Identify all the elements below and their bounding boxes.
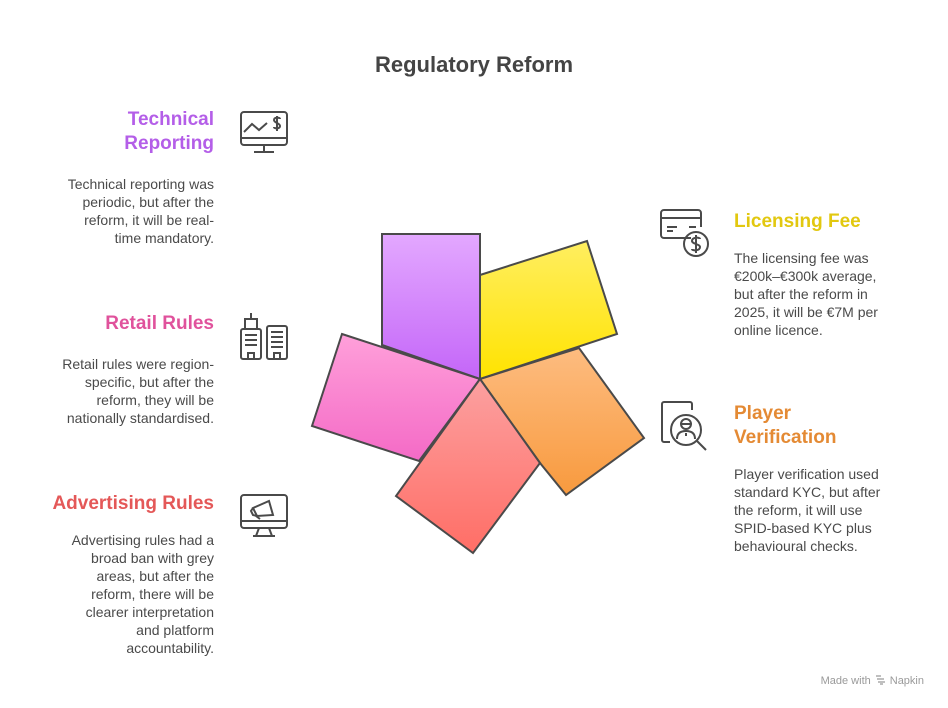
retail-rules-heading: Retail Rules	[40, 312, 214, 336]
desc-line: nationally standardised.	[66, 410, 214, 426]
petal-retail-rules	[310, 332, 482, 463]
retail-rules-description: Retail rules were region- specific, but …	[20, 355, 214, 427]
page-title: Regulatory Reform	[374, 52, 574, 77]
desc-line: Player verification used	[734, 466, 879, 482]
desc-line: online licence.	[734, 322, 823, 338]
desc-line: reform, they will be	[96, 392, 214, 408]
desc-line: The licensing fee was	[734, 250, 869, 266]
napkin-brand-label: Napkin	[889, 675, 924, 687]
desc-line: 2025, it will be €7M per	[734, 304, 878, 320]
desc-line: periodic, but after the	[82, 194, 214, 210]
heading-line: Advertising Rules	[52, 493, 214, 514]
desc-line: behavioural checks.	[734, 538, 858, 554]
heading-line: Licensing Fee	[734, 211, 861, 232]
user-search-icon	[660, 400, 710, 452]
desc-line: SPID-based KYC plus	[734, 520, 872, 536]
heading-line: Verification	[734, 427, 837, 448]
made-with-napkin-badge[interactable]: Made with Napkin	[821, 674, 924, 688]
buildings-icon	[238, 311, 290, 361]
player-verification-heading: Player Verification	[734, 402, 934, 450]
desc-line: Advertising rules had a	[71, 532, 214, 548]
advertising-rules-description: Advertising rules had a broad ban with g…	[20, 531, 214, 657]
napkin-logo-icon	[875, 674, 886, 688]
desc-line: standard KYC, but after	[734, 484, 881, 500]
desc-line: time mandatory.	[114, 230, 214, 246]
technical-reporting-description: Technical reporting was periodic, but af…	[30, 175, 214, 247]
credit-card-dollar-icon	[659, 207, 711, 261]
petal-advertising-rules	[394, 377, 542, 555]
desc-line: reform, there will be	[91, 586, 214, 602]
desc-line: broad ban with grey	[91, 550, 214, 566]
desc-line: Technical reporting was	[67, 176, 214, 192]
desc-line: Retail rules were region-	[62, 356, 214, 372]
desc-line: clearer interpretation	[85, 604, 214, 620]
desc-line: accountability.	[126, 640, 214, 656]
licensing-fee-description: The licensing fee was €200k–€300k averag…	[734, 249, 934, 339]
desc-line: €200k–€300k average,	[734, 268, 877, 284]
petal-licensing-fee	[479, 239, 619, 381]
advertising-rules-heading: Advertising Rules	[20, 492, 214, 516]
heading-line: Technical	[127, 109, 214, 130]
heading-line: Player	[734, 403, 792, 424]
desc-line: specific, but after the	[84, 374, 214, 390]
desc-line: reform, it will be real-	[84, 212, 214, 228]
desc-line: areas, but after the	[96, 568, 214, 584]
heading-line: Retail Rules	[105, 313, 214, 334]
technical-reporting-heading: Technical Reporting	[60, 108, 214, 156]
heading-line: Reporting	[124, 133, 214, 154]
desc-line: and platform	[136, 622, 214, 638]
desc-line: but after the reform in	[734, 286, 868, 302]
player-verification-description: Player verification used standard KYC, b…	[734, 465, 934, 555]
monitor-chart-dollar-icon	[239, 110, 289, 154]
monitor-megaphone-icon	[239, 493, 289, 539]
made-with-label: Made with	[820, 675, 871, 687]
desc-line: the reform, it will use	[734, 502, 863, 518]
licensing-fee-heading: Licensing Fee	[734, 210, 934, 234]
